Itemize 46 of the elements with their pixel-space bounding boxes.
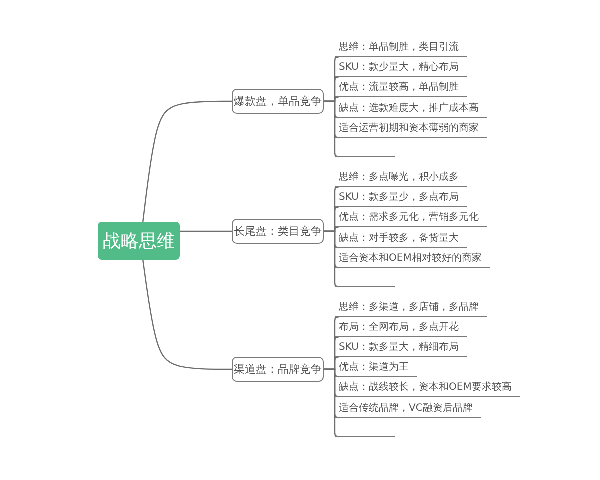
topic-text: 适合传统品牌，VC融资后品牌 (339, 403, 473, 414)
topic-text: 适合资本和OEM相对较好的商家 (339, 253, 482, 264)
branch-topic (232, 89, 324, 114)
leaf-topic (335, 319, 467, 337)
leaf-topic (335, 79, 467, 97)
leaf-topic (335, 59, 467, 77)
topic-text: SKU：款少量大，精心布局 (339, 62, 459, 73)
connector-line (324, 230, 340, 288)
topic-text: 思维：单品制胜，类目引流 (339, 42, 459, 53)
leaf-topic (335, 379, 520, 397)
topic-text: 战略思维 (103, 230, 175, 253)
topic-text: 优点：渠道为王 (339, 362, 409, 373)
connector-line (142, 100, 232, 222)
leaf-topic (335, 359, 417, 377)
topic-text: 爆款盘，单品竞争 (234, 94, 322, 109)
leaf-topic (335, 120, 487, 138)
leaf-topic (335, 39, 467, 57)
topic-text: SKU：款多量大，精细布局 (339, 342, 459, 353)
leaf-topic (335, 100, 487, 118)
connector-line (180, 230, 232, 232)
leaf-topic (335, 169, 467, 187)
connector-line (324, 100, 340, 158)
topic-text: 渠道盘：品牌竞争 (234, 362, 322, 377)
leaf-topic (335, 339, 467, 357)
topic-text: 缺点：选款难度大，推广成本高 (339, 103, 479, 114)
leaf-topic (335, 299, 487, 317)
topic-text: 思维：多点曝光，积小成多 (339, 172, 459, 183)
central-topic (98, 222, 180, 260)
leaf-topic (335, 250, 490, 268)
leaf-topic (335, 189, 467, 207)
connector-line (324, 368, 340, 438)
leaf-topic (335, 400, 481, 418)
branch-topic (232, 357, 324, 382)
topic-text: 缺点：对手较多，备货量大 (339, 233, 459, 244)
topic-text: 优点：需求多元化，营销多元化 (339, 212, 479, 223)
topic-text: 长尾盘：类目竞争 (234, 224, 322, 239)
topic-text: 思维：多渠道，多店铺，多品牌 (339, 302, 479, 313)
topic-text: SKU：款多量少，多点布局 (339, 192, 459, 203)
branch-topic (232, 219, 324, 244)
topic-text: 布局：全网布局，多点开花 (339, 322, 459, 333)
connector-line (142, 260, 232, 370)
topic-text: 缺点：战线较长，资本和OEM要求较高 (339, 382, 512, 393)
leaf-topic (335, 209, 487, 227)
topic-text: 优点：流量较高，单品制胜 (339, 82, 459, 93)
leaf-topic (335, 230, 467, 248)
topic-text: 适合运营初期和资本薄弱的商家 (339, 123, 479, 134)
